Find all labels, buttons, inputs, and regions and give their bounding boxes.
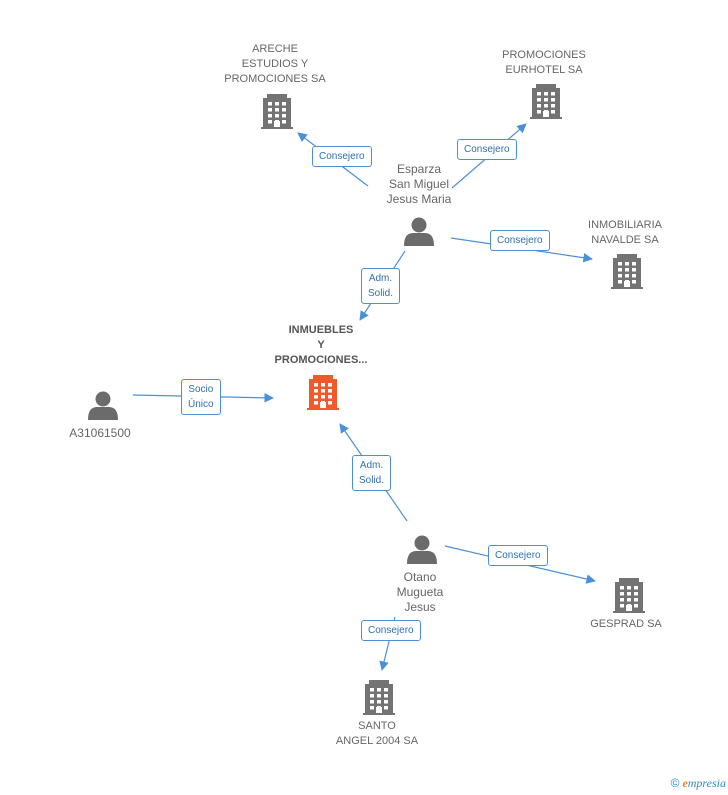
node-label-line: PROMOCIONES [502, 49, 586, 61]
node-label-line: INMUEBLES [288, 324, 354, 336]
person-icon [404, 217, 434, 246]
brand-footer[interactable]: © empresia [671, 776, 726, 791]
node-label-gesprad[interactable]: GESPRAD SA [556, 617, 696, 632]
node-label-a3106[interactable]: A31061500 [30, 426, 170, 441]
node-label-line: ANGEL 2004 SA [335, 735, 419, 747]
edge-label-line: Socio [188, 384, 214, 395]
node-label-line: Mugueta [396, 585, 444, 599]
node-label-line: San Miguel [388, 177, 450, 191]
edge-label-line: Solid. [368, 288, 394, 299]
building-icon [613, 578, 645, 613]
edge-label-line: Consejero [464, 144, 510, 155]
node-label-line: EURHOTEL SA [505, 64, 583, 76]
node-label-areche[interactable]: ARECHE ESTUDIOS Y PROMOCIONES SA [205, 42, 345, 87]
building-icon [611, 254, 643, 289]
edge-label-e8[interactable]: Consejero [361, 620, 421, 641]
node-label-line: ESTUDIOS Y [241, 58, 309, 70]
node-label-line: Jesus Maria [386, 192, 452, 206]
copyright-icon: © [670, 776, 680, 790]
node-label-inmuebles[interactable]: INMUEBLES Y PROMOCIONES... [251, 323, 391, 368]
edge-label-e2[interactable]: Consejero [457, 139, 517, 160]
edge-label-line: Solid. [359, 475, 385, 486]
node-label-line: A31061500 [69, 426, 131, 440]
nodes-layer [88, 84, 645, 715]
edge-label-e7[interactable]: Consejero [488, 545, 548, 566]
person-icon [88, 391, 118, 420]
node-label-line: Y [317, 339, 325, 351]
edge-label-line: Único [188, 399, 214, 410]
edge-label-e3[interactable]: Consejero [490, 230, 550, 251]
edge-label-e6[interactable]: Adm. Solid. [352, 455, 392, 491]
edge-label-e4[interactable]: Adm. Solid. [361, 268, 401, 304]
building-icon [363, 680, 395, 715]
node-label-line: Jesus [404, 600, 436, 614]
node-label-line: PROMOCIONES SA [224, 73, 326, 85]
building-icon [530, 84, 562, 119]
edge-label-line: Consejero [368, 625, 414, 636]
edge-label-line: Consejero [497, 235, 543, 246]
edge-label-line: Consejero [495, 550, 541, 561]
node-label-santo[interactable]: SANTO ANGEL 2004 SA [307, 719, 447, 749]
node-label-line: INMOBILIARIA [588, 219, 662, 231]
person-icon [407, 535, 437, 564]
edge-label-e1[interactable]: Consejero [312, 146, 372, 167]
node-label-line: GESPRAD SA [590, 618, 662, 630]
node-label-line: SANTO [358, 720, 396, 732]
node-label-line: Esparza [396, 162, 442, 176]
edge-label-line: Adm. [359, 460, 384, 471]
brand-logo-initial: e [682, 776, 688, 790]
node-label-line: PROMOCIONES... [274, 354, 368, 366]
edge-label-line: Adm. [368, 273, 393, 284]
building-icon [307, 375, 339, 410]
node-label-line: ARECHE [252, 43, 298, 55]
node-label-eurhotel[interactable]: PROMOCIONES EURHOTEL SA [474, 48, 614, 78]
node-label-navalde[interactable]: INMOBILIARIA NAVALDE SA [555, 218, 695, 248]
edge-label-line: Consejero [319, 151, 365, 162]
brand-logo-text: mpresia [687, 776, 726, 790]
node-label-line: NAVALDE SA [591, 234, 659, 246]
building-icon [261, 94, 293, 129]
node-label-line: Otano [403, 570, 437, 584]
